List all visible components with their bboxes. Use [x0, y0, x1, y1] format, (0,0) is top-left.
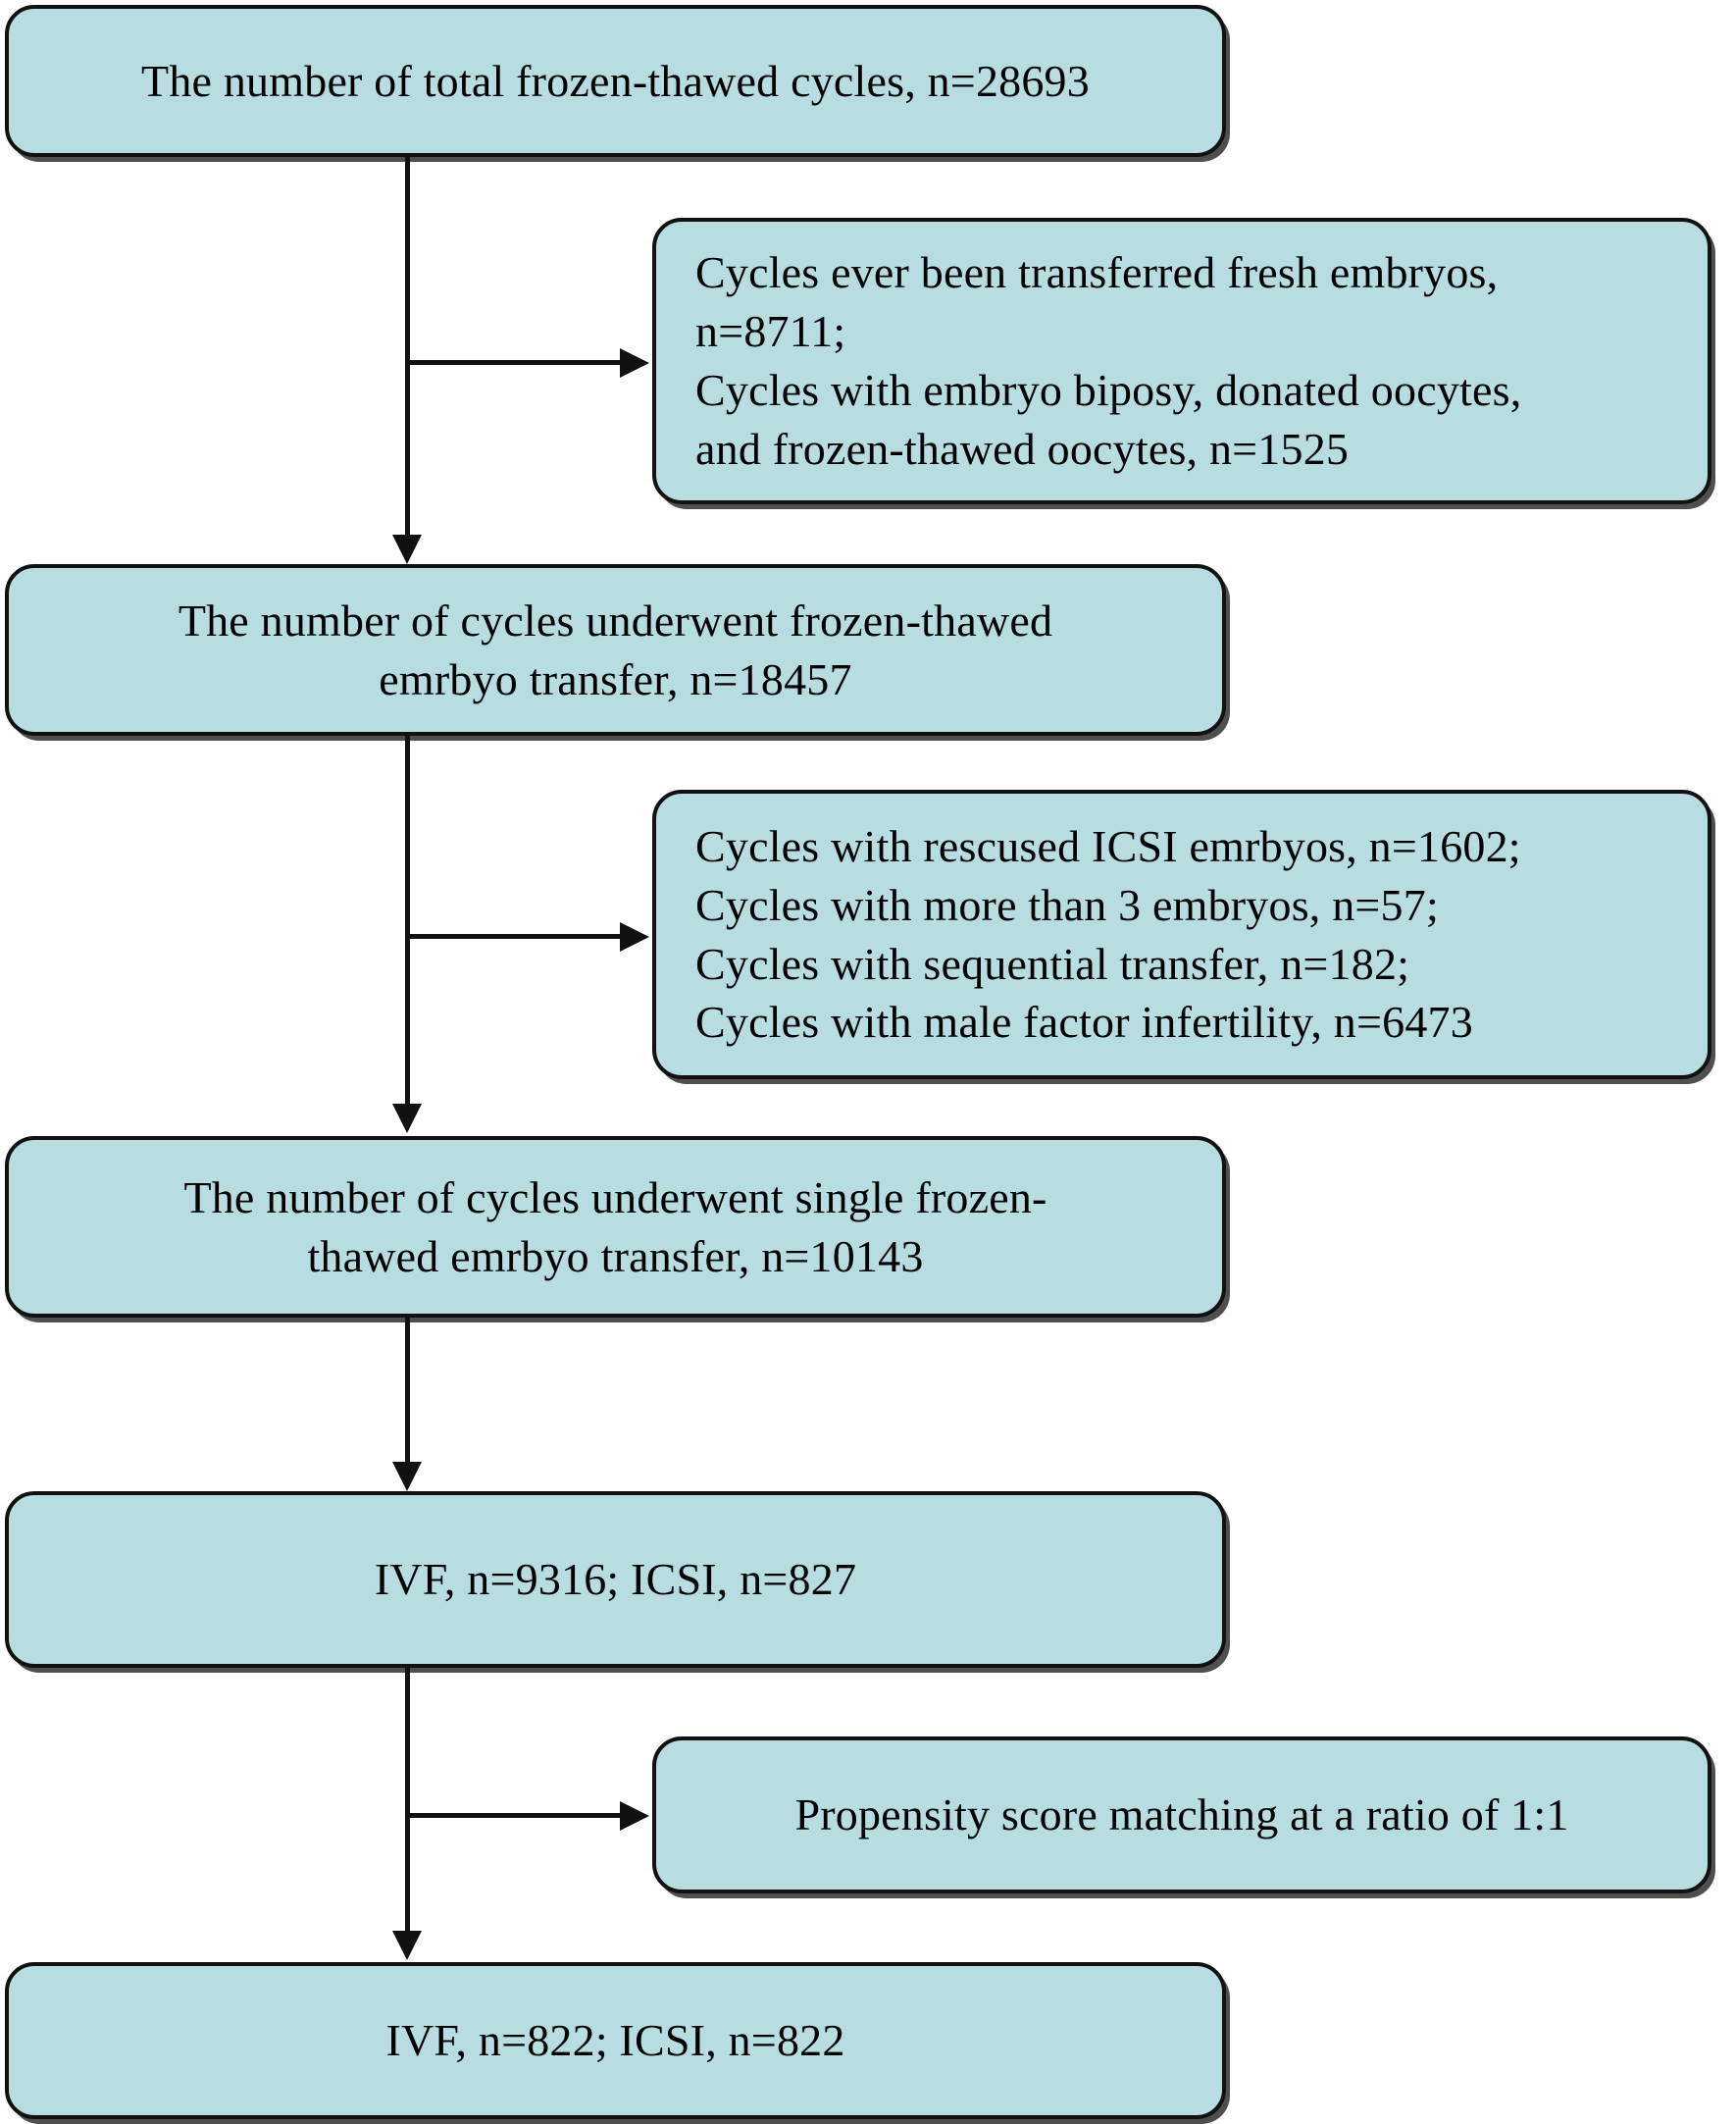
node-psm-label: Propensity score matching at a ratio of … — [794, 1789, 1569, 1840]
node-exclusion-2: Cycles with rescused ICSI emrbyos, n=160… — [652, 790, 1711, 1079]
arrowhead-exclusion-1 — [620, 348, 649, 378]
arrowhead-total-to-ft — [392, 535, 422, 564]
node-groups-before-psm: IVF, n=9316; ICSI, n=827 — [5, 1491, 1226, 1668]
node-exclusion-1-label: Cycles ever been transferred fresh embry… — [695, 247, 1522, 474]
node-groups-after-psm: IVF, n=822; ICSI, n=822 — [5, 1962, 1226, 2119]
node-exclusion-1: Cycles ever been transferred fresh embry… — [652, 218, 1711, 504]
node-ft-transfer-label: The number of cycles underwent frozen-th… — [178, 595, 1053, 704]
node-groups-before-psm-label: IVF, n=9316; ICSI, n=827 — [374, 1554, 857, 1605]
arrowhead-single-to-groups — [392, 1462, 422, 1491]
connector-branch-psm — [405, 1813, 623, 1818]
node-exclusion-2-label: Cycles with rescused ICSI emrbyos, n=160… — [695, 820, 1521, 1048]
arrowhead-groups-to-matched — [392, 1931, 422, 1960]
node-total-cycles: The number of total frozen-thawed cycles… — [5, 5, 1226, 157]
node-psm: Propensity score matching at a ratio of … — [652, 1736, 1711, 1893]
connector-single-to-groups — [405, 1318, 410, 1465]
connector-groups-to-matched — [405, 1668, 410, 1935]
connector-branch-exclusion-1 — [405, 360, 623, 365]
connector-branch-exclusion-2 — [405, 934, 623, 939]
connector-total-to-ft — [405, 157, 410, 538]
arrowhead-psm — [620, 1801, 649, 1831]
node-single-ft-transfer-label: The number of cycles underwent single fr… — [183, 1171, 1047, 1281]
connector-ft-to-single — [405, 736, 410, 1107]
arrowhead-ft-to-single — [392, 1104, 422, 1133]
node-total-cycles-label: The number of total frozen-thawed cycles… — [141, 55, 1090, 106]
node-ft-transfer: The number of cycles underwent frozen-th… — [5, 564, 1226, 736]
arrowhead-exclusion-2 — [620, 922, 649, 952]
node-groups-after-psm-label: IVF, n=822; ICSI, n=822 — [385, 2015, 845, 2066]
node-single-ft-transfer: The number of cycles underwent single fr… — [5, 1136, 1226, 1318]
